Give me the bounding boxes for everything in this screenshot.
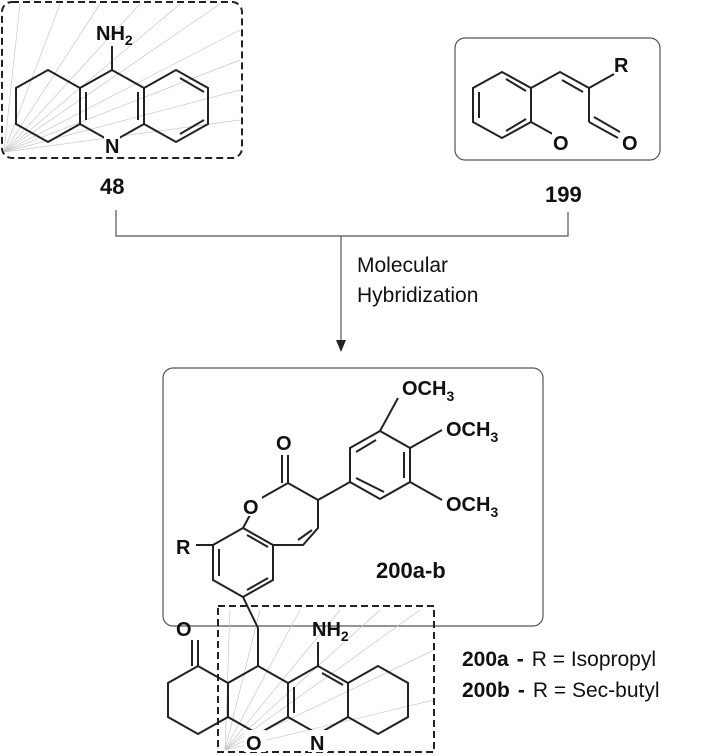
pharmacophore-box-200 bbox=[217, 605, 435, 753]
pyran-oxygen-200: O bbox=[246, 733, 262, 755]
r-group-200: R bbox=[176, 537, 191, 559]
ring-nitrogen-200: N bbox=[310, 733, 324, 755]
amine-label-48: NH2 bbox=[96, 23, 133, 48]
methoxy-label-2: OCH3 bbox=[446, 419, 498, 445]
carbonyl-oxygen-199: O bbox=[622, 133, 638, 155]
carbonyl-oxygen-200: O bbox=[276, 433, 292, 455]
legend-row-200a: 200a-R = Isopropyl bbox=[462, 648, 656, 671]
compound-number-199: 199 bbox=[545, 182, 582, 207]
arrow-label-line2: Hybridization bbox=[357, 284, 478, 307]
r-group-199: R bbox=[614, 55, 629, 77]
compound-number-200: 200a-b bbox=[376, 558, 446, 583]
arrow-head bbox=[336, 340, 346, 352]
coumarin-box-200 bbox=[162, 367, 544, 627]
hybridization-arrow bbox=[115, 210, 569, 352]
pharmacophore-box-48 bbox=[1, 1, 243, 159]
substituent-legend: 200a-R = Isopropyl 200b-R = Sec-butyl bbox=[462, 648, 660, 702]
ring-oxygen-200: O bbox=[243, 497, 259, 519]
legend-row-200b: 200b-R = Sec-butyl bbox=[462, 679, 660, 702]
methoxy-label-1: OCH3 bbox=[402, 378, 454, 404]
compound-48: NH2 N bbox=[1, 1, 243, 159]
compound-199: R O O bbox=[454, 37, 661, 161]
ketone-oxygen-200: O bbox=[176, 619, 192, 641]
compound-number-48: 48 bbox=[100, 174, 124, 199]
ring-nitrogen-48: N bbox=[105, 136, 119, 158]
methoxy-label-3: OCH3 bbox=[446, 494, 498, 520]
ring-oxygen-199: O bbox=[553, 133, 569, 155]
compound-box-199 bbox=[454, 37, 661, 161]
amine-label-200: NH2 bbox=[312, 619, 349, 644]
compound-200: O O R OCH3 OCH3 OCH3 bbox=[162, 367, 544, 755]
arrow-label-line1: Molecular bbox=[357, 254, 448, 277]
